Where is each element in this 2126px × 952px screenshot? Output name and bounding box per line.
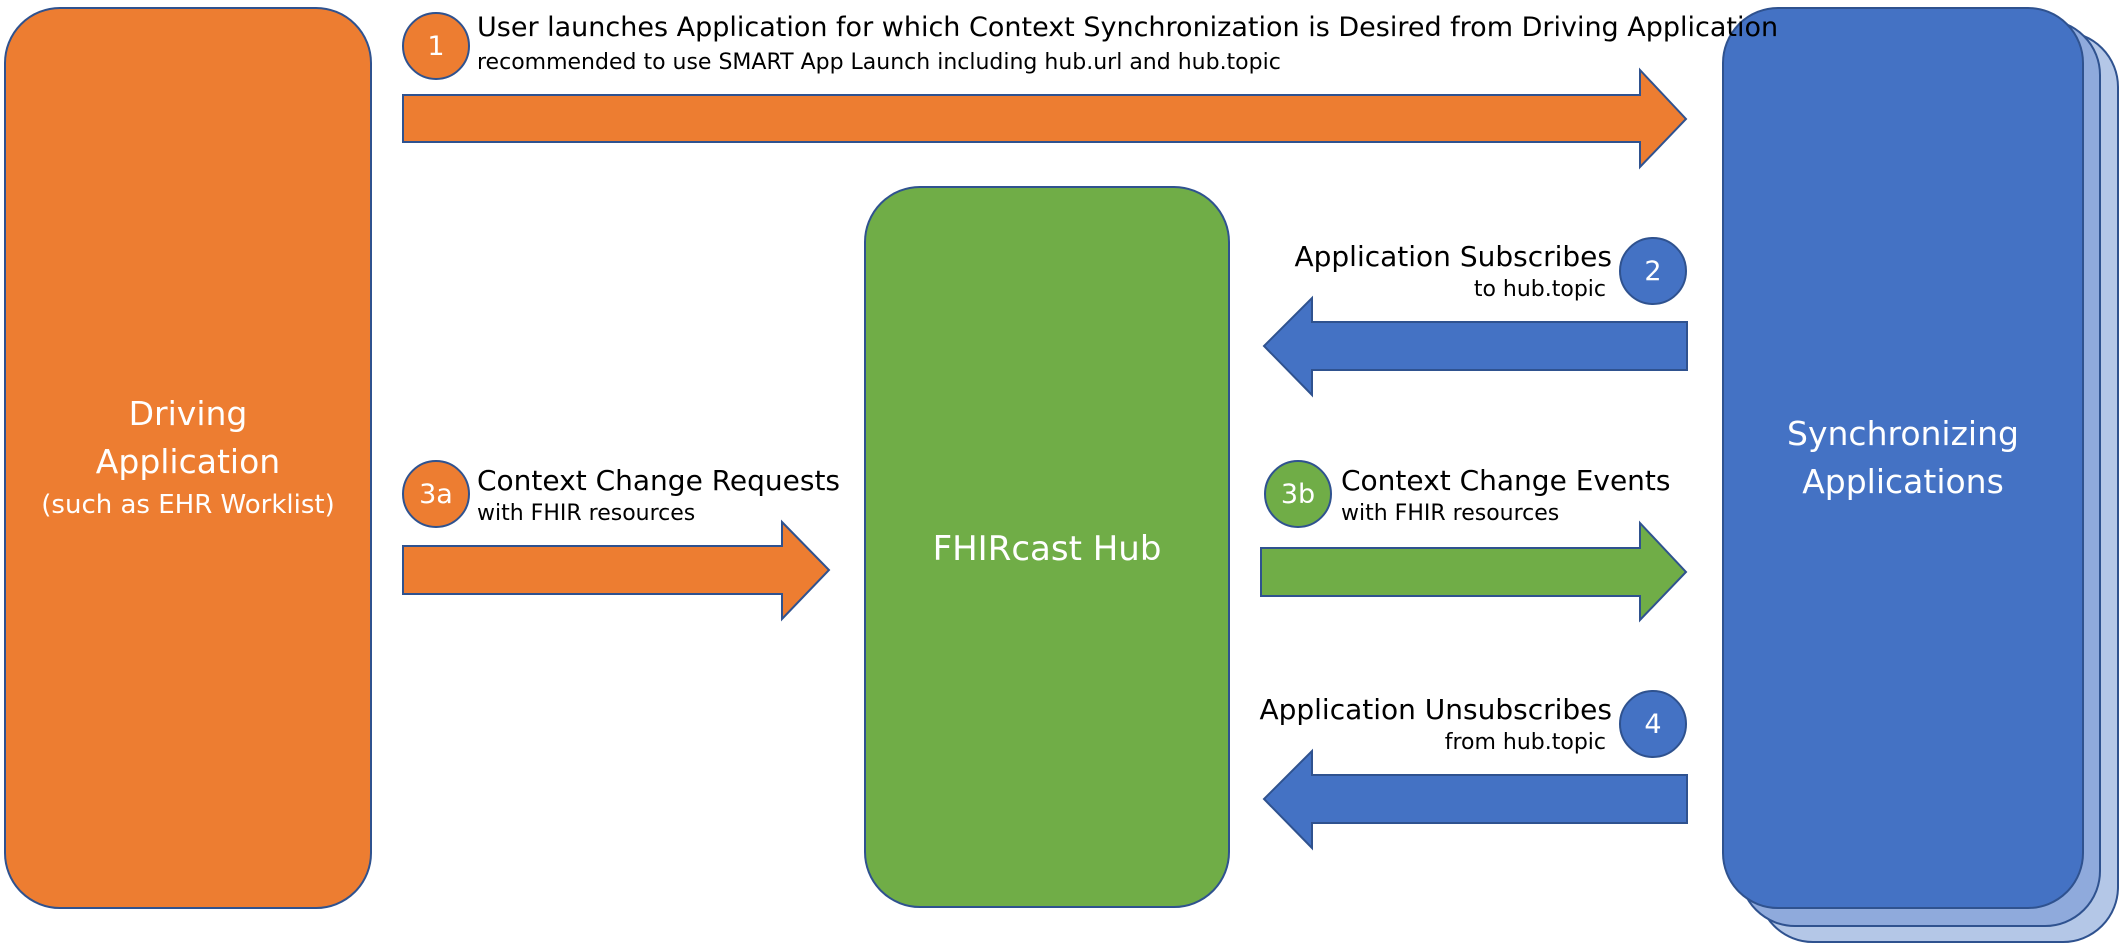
step-1-subtitle: recommended to use SMART App Launch incl…: [477, 50, 1281, 75]
subscribe-arrow: [1262, 295, 1688, 398]
step-3b-badge: 3b: [1264, 460, 1332, 528]
step-3b-title: Context Change Events: [1341, 464, 1671, 497]
driving-application-label: Driving Application (such as EHR Worklis…: [5, 390, 371, 524]
step-1-badge: 1: [402, 12, 470, 80]
driving-application-line3: (such as EHR Worklist): [41, 490, 335, 520]
step-3a-badge: 3a: [402, 460, 470, 528]
step-4-title: Application Unsubscribes: [1259, 693, 1612, 726]
fhircast-hub-label: FHIRcast Hub: [932, 529, 1162, 569]
step-3a-title: Context Change Requests: [477, 464, 841, 497]
synchronizing-applications-line2: Applications: [1802, 462, 2004, 501]
step-2-badge: 2: [1619, 237, 1687, 305]
context-change-requests-arrow: [402, 519, 831, 622]
synchronizing-applications-label: Synchronizing Applications: [1723, 410, 2083, 506]
driving-application-line1: Driving: [128, 394, 248, 433]
driving-application-box: [4, 7, 372, 909]
synchronizing-applications-line1: Synchronizing: [1787, 414, 2019, 453]
launch-arrow: [402, 67, 1688, 170]
step-3b-subtitle: with FHIR resources: [1341, 501, 1560, 526]
context-change-events-arrow: [1260, 520, 1688, 623]
step-1-title: User launches Application for which Cont…: [477, 12, 1779, 43]
step-3a-subtitle: with FHIR resources: [477, 501, 696, 526]
step-2-subtitle: to hub.topic: [1473, 277, 1606, 302]
fhircast-hub-box: [864, 186, 1230, 908]
synchronizing-applications-box: [1722, 7, 2084, 909]
step-4-badge: 4: [1619, 690, 1687, 758]
step-4-subtitle: from hub.topic: [1444, 730, 1606, 755]
driving-application-line2: Application: [95, 442, 281, 481]
unsubscribe-arrow: [1262, 748, 1688, 851]
step-2-title: Application Subscribes: [1294, 240, 1612, 273]
